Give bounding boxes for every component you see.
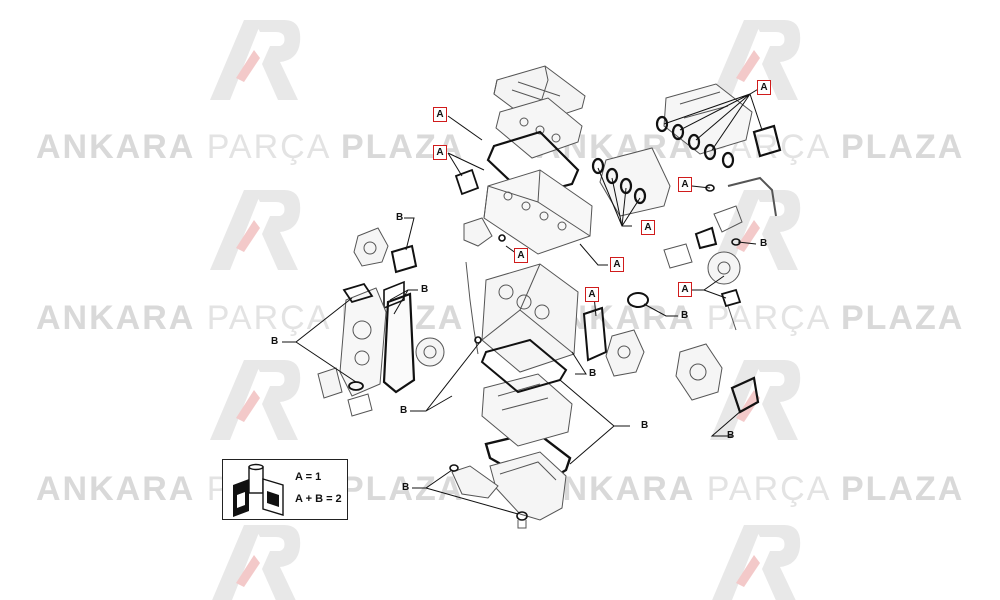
callout-a-6: A: [641, 220, 655, 235]
callout-a-5: A: [585, 287, 599, 302]
valve-cover-gasket: [486, 130, 580, 198]
callout-b-3: B: [271, 336, 279, 347]
water-pump-gasket: [390, 244, 418, 274]
exhaust-gaskets: [591, 157, 647, 205]
callout-a-3: A: [514, 248, 528, 263]
cover-gasket-small: [342, 282, 374, 304]
callout-b-8: B: [641, 420, 649, 431]
oil-pan: [489, 451, 567, 521]
pulley: [415, 337, 445, 367]
injector-gasket: [454, 168, 480, 196]
callout-b-6: B: [589, 368, 597, 379]
timing-cover: [382, 280, 416, 394]
callout-b-10: B: [402, 482, 410, 493]
watermark-logo: [710, 190, 801, 270]
callout-a-8: A: [678, 177, 692, 192]
watermark-logo: [210, 190, 301, 270]
callout-a-9: A: [678, 282, 692, 297]
callout-b-5: B: [681, 310, 689, 321]
watermark-logo: [210, 20, 301, 100]
dipstick-tube: [465, 261, 479, 355]
oil-seal-right: [627, 292, 649, 308]
front-cover-plate: [339, 287, 387, 397]
gasket-kit-icon: [233, 463, 284, 517]
fuel-pump-gasket: [730, 376, 760, 414]
intake-gaskets: [655, 115, 782, 169]
legend-box: A = 1 A + B = 2: [222, 459, 348, 520]
callout-a-2: A: [433, 145, 447, 160]
drain-plug: [516, 511, 528, 529]
callout-a-7: A: [757, 80, 771, 95]
callout-b-1: B: [396, 212, 404, 223]
watermark-logo: [210, 360, 301, 440]
oil-pickup: [449, 464, 499, 499]
callout-b-7: B: [760, 238, 768, 249]
turbo-outlet-pipe: [727, 305, 737, 331]
fuel-pump: [675, 343, 723, 401]
watermark-logo: [212, 525, 301, 600]
turbo-gasket: [694, 226, 718, 250]
engine-block: [481, 263, 579, 373]
legend-line-2: A + B = 2: [295, 493, 342, 505]
egr-pipe: [727, 176, 777, 217]
turbo-pipe: [713, 205, 743, 233]
dipstick-oring: [474, 336, 482, 344]
turbocharger: [663, 243, 741, 285]
leader-lines: [282, 87, 763, 515]
exhaust-manifold: [599, 147, 671, 217]
oil-pump: [605, 329, 645, 377]
callout-a-1: A: [433, 107, 447, 122]
watermark-logo: [710, 20, 801, 100]
camshaft-carrier: [495, 97, 583, 159]
callout-b-4: B: [400, 405, 408, 416]
cylinder-head: [483, 169, 593, 255]
lower-crankcase: [481, 373, 573, 447]
callout-b-9: B: [727, 430, 735, 441]
water-pump: [353, 227, 389, 267]
callout-a-4: A: [610, 257, 624, 272]
rear-housing-gasket: [582, 306, 608, 362]
callout-b-2: B: [421, 284, 429, 295]
oil-filter-housing: [317, 367, 373, 417]
legend-line-1: A = 1: [295, 471, 322, 483]
turbo-outlet-gasket: [720, 288, 742, 308]
thermostat-housing: [463, 217, 506, 247]
watermark-logo: [712, 525, 801, 600]
